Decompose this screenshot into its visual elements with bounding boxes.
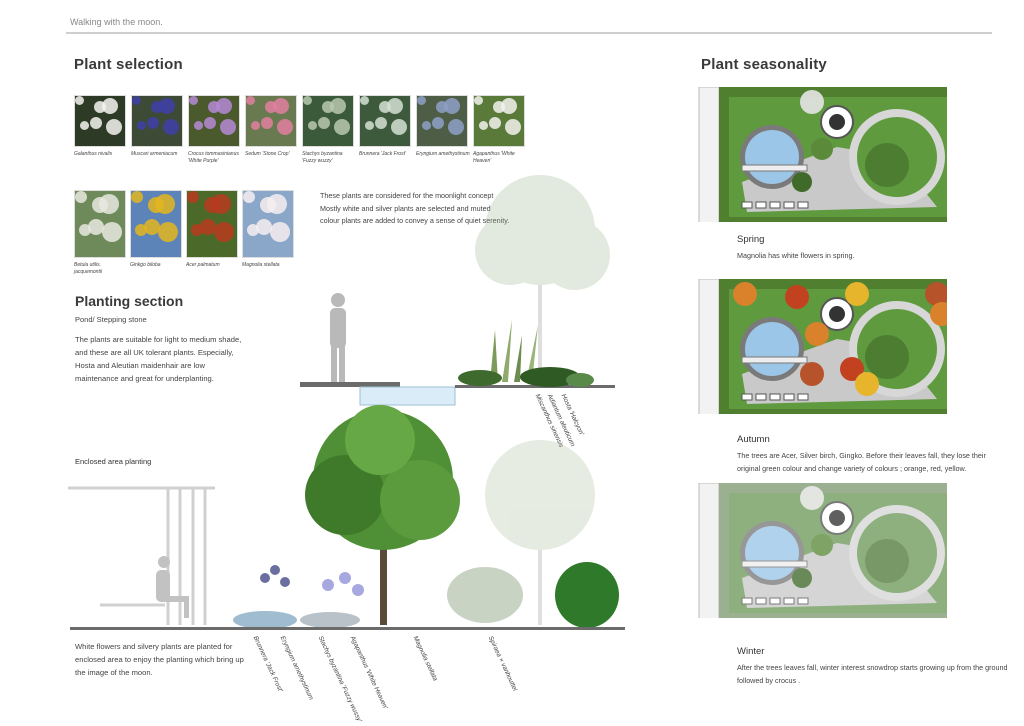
background-tree-icon (475, 175, 610, 380)
plant-caption: Ginkgo biloba (130, 262, 161, 268)
label-spiraea: Spiraea × vanhouttei (486, 635, 519, 693)
label-agapanthus: Agapanthus 'White Heaven' (348, 635, 389, 711)
agapanthus-photo (473, 95, 525, 147)
plant-caption: Agapanthus 'White Heaven' (473, 151, 515, 164)
sedum-photo (245, 95, 297, 147)
grape-hyacinth-photo (131, 95, 183, 147)
brunnera-photo (359, 95, 411, 147)
label-brunnera: Brunnera 'Jack Frost' (251, 635, 284, 694)
stepping-stone (300, 382, 400, 387)
background-tree-icon (485, 440, 595, 625)
plant-caption: Crocus tommasinianus 'White Purple' (188, 151, 239, 164)
season-winter-title: Winter (737, 646, 765, 657)
plant-caption: Brunnera 'Jack Frost' (359, 151, 406, 157)
header-title: Walking with the moon. (70, 17, 163, 27)
ginkgo-photo (130, 190, 182, 258)
label-eryngium: Eryngium amethystinum (278, 635, 315, 702)
snowdrop-photo (74, 95, 126, 147)
enclosed-area-body: White flowers and silvery plants are pla… (75, 642, 244, 677)
label-magnolia: Magnolia stellata (411, 635, 439, 683)
garden-plan-spring (698, 87, 947, 222)
season-spring-text: Magnolia has white flowers in spring. (737, 251, 855, 260)
pond-section-illustration (300, 175, 615, 406)
concept-text: These plants are considered for the moon… (320, 191, 509, 225)
plant-caption: Betula utilis. jacquemontii (74, 262, 103, 275)
acer-photo (186, 190, 238, 258)
agapanthus-icon (322, 572, 364, 596)
magnolia-photo (242, 190, 294, 258)
enclosed-area-title: Enclosed area planting (75, 457, 152, 466)
planting-section-body: The plants are suitable for light to med… (75, 335, 242, 383)
plant-seasonality-title: Plant seasonality (701, 56, 827, 73)
plant-caption: Acer palmatum (186, 262, 220, 268)
planting-section-title: Planting section (75, 293, 184, 309)
stachys-icon (300, 612, 360, 628)
pond-water (359, 386, 456, 406)
ground-line (70, 627, 625, 630)
birch-photo (74, 190, 126, 258)
grass-planting-icon (458, 320, 594, 387)
header-divider (66, 32, 992, 34)
season-autumn-title: Autumn (737, 434, 770, 445)
garden-plan-winter (698, 483, 947, 618)
stachys-photo (302, 95, 354, 147)
magnolia-tree-icon (305, 405, 460, 625)
plant-caption: Sedum 'Stone Crop' (245, 151, 290, 157)
person-silhouette-icon (330, 293, 346, 382)
evergreen-shrub-icon (555, 562, 619, 628)
spiraea-shrub-icon (447, 567, 523, 623)
plant-caption: Galanthus nivalis (74, 151, 113, 157)
eryngium-photo (416, 95, 468, 147)
crocus-photo (188, 95, 240, 147)
season-winter-text: After the trees leaves fall, winter inte… (737, 663, 1008, 685)
seated-person-icon (156, 556, 189, 618)
plant-caption: Magnolia stellata (242, 262, 280, 268)
plant-caption: Stachys byzantina 'Fuzzy wuzzy' (302, 151, 343, 164)
eryngium-icon (260, 565, 290, 587)
plant-caption: Eryngium amethystinum (416, 151, 470, 157)
plant-caption: Muscari armeniacum (131, 151, 178, 157)
enclosed-section-illustration (68, 405, 625, 630)
planting-section-subtitle: Pond/ Stepping stone (75, 315, 147, 324)
garden-plan-autumn (698, 279, 947, 414)
brunnera-icon (233, 611, 297, 629)
season-autumn-text: The trees are Acer, Silver birch, Gingko… (737, 451, 986, 473)
plant-selection-title: Plant selection (74, 56, 183, 73)
pergola-icon (68, 486, 215, 625)
season-spring-title: Spring (737, 234, 765, 245)
